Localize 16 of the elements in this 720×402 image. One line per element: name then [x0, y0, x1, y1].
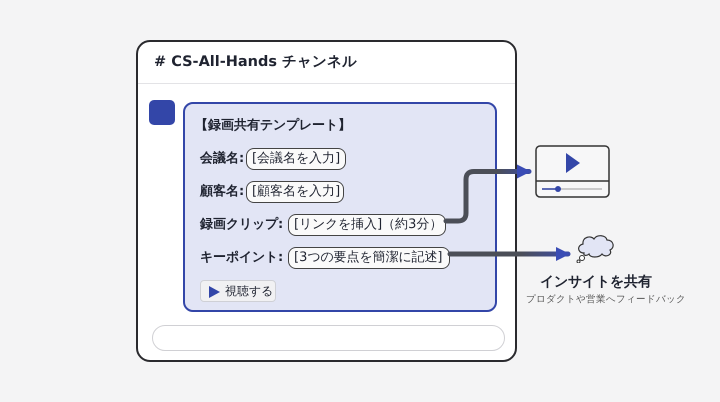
watch-button: 視聴する	[200, 280, 276, 302]
node-heading: インサイトを共有	[539, 273, 653, 291]
input-field: [会議名を入力]	[246, 148, 346, 170]
arrow	[444, 164, 532, 224]
node-label: プロダクトや営業へフィードバック	[525, 293, 687, 306]
field-label: キーポイント:	[200, 249, 284, 267]
input-field: [3つの要点を簡潔に記述]	[288, 247, 450, 269]
input-field: [顧客名を入力]	[246, 181, 344, 203]
field-label: 録画クリップ:	[200, 216, 284, 234]
field-label: 会議名:	[200, 150, 244, 168]
arrow	[448, 247, 570, 261]
card-heading: 【録画共有テンプレート】	[195, 116, 351, 135]
input-field: [リンクを挿入]（約3分）	[288, 214, 446, 236]
message-input-field	[152, 325, 505, 351]
channel-title: # CS-All-Hands チャンネル	[154, 53, 358, 72]
field-label: 顧客名:	[200, 182, 244, 201]
